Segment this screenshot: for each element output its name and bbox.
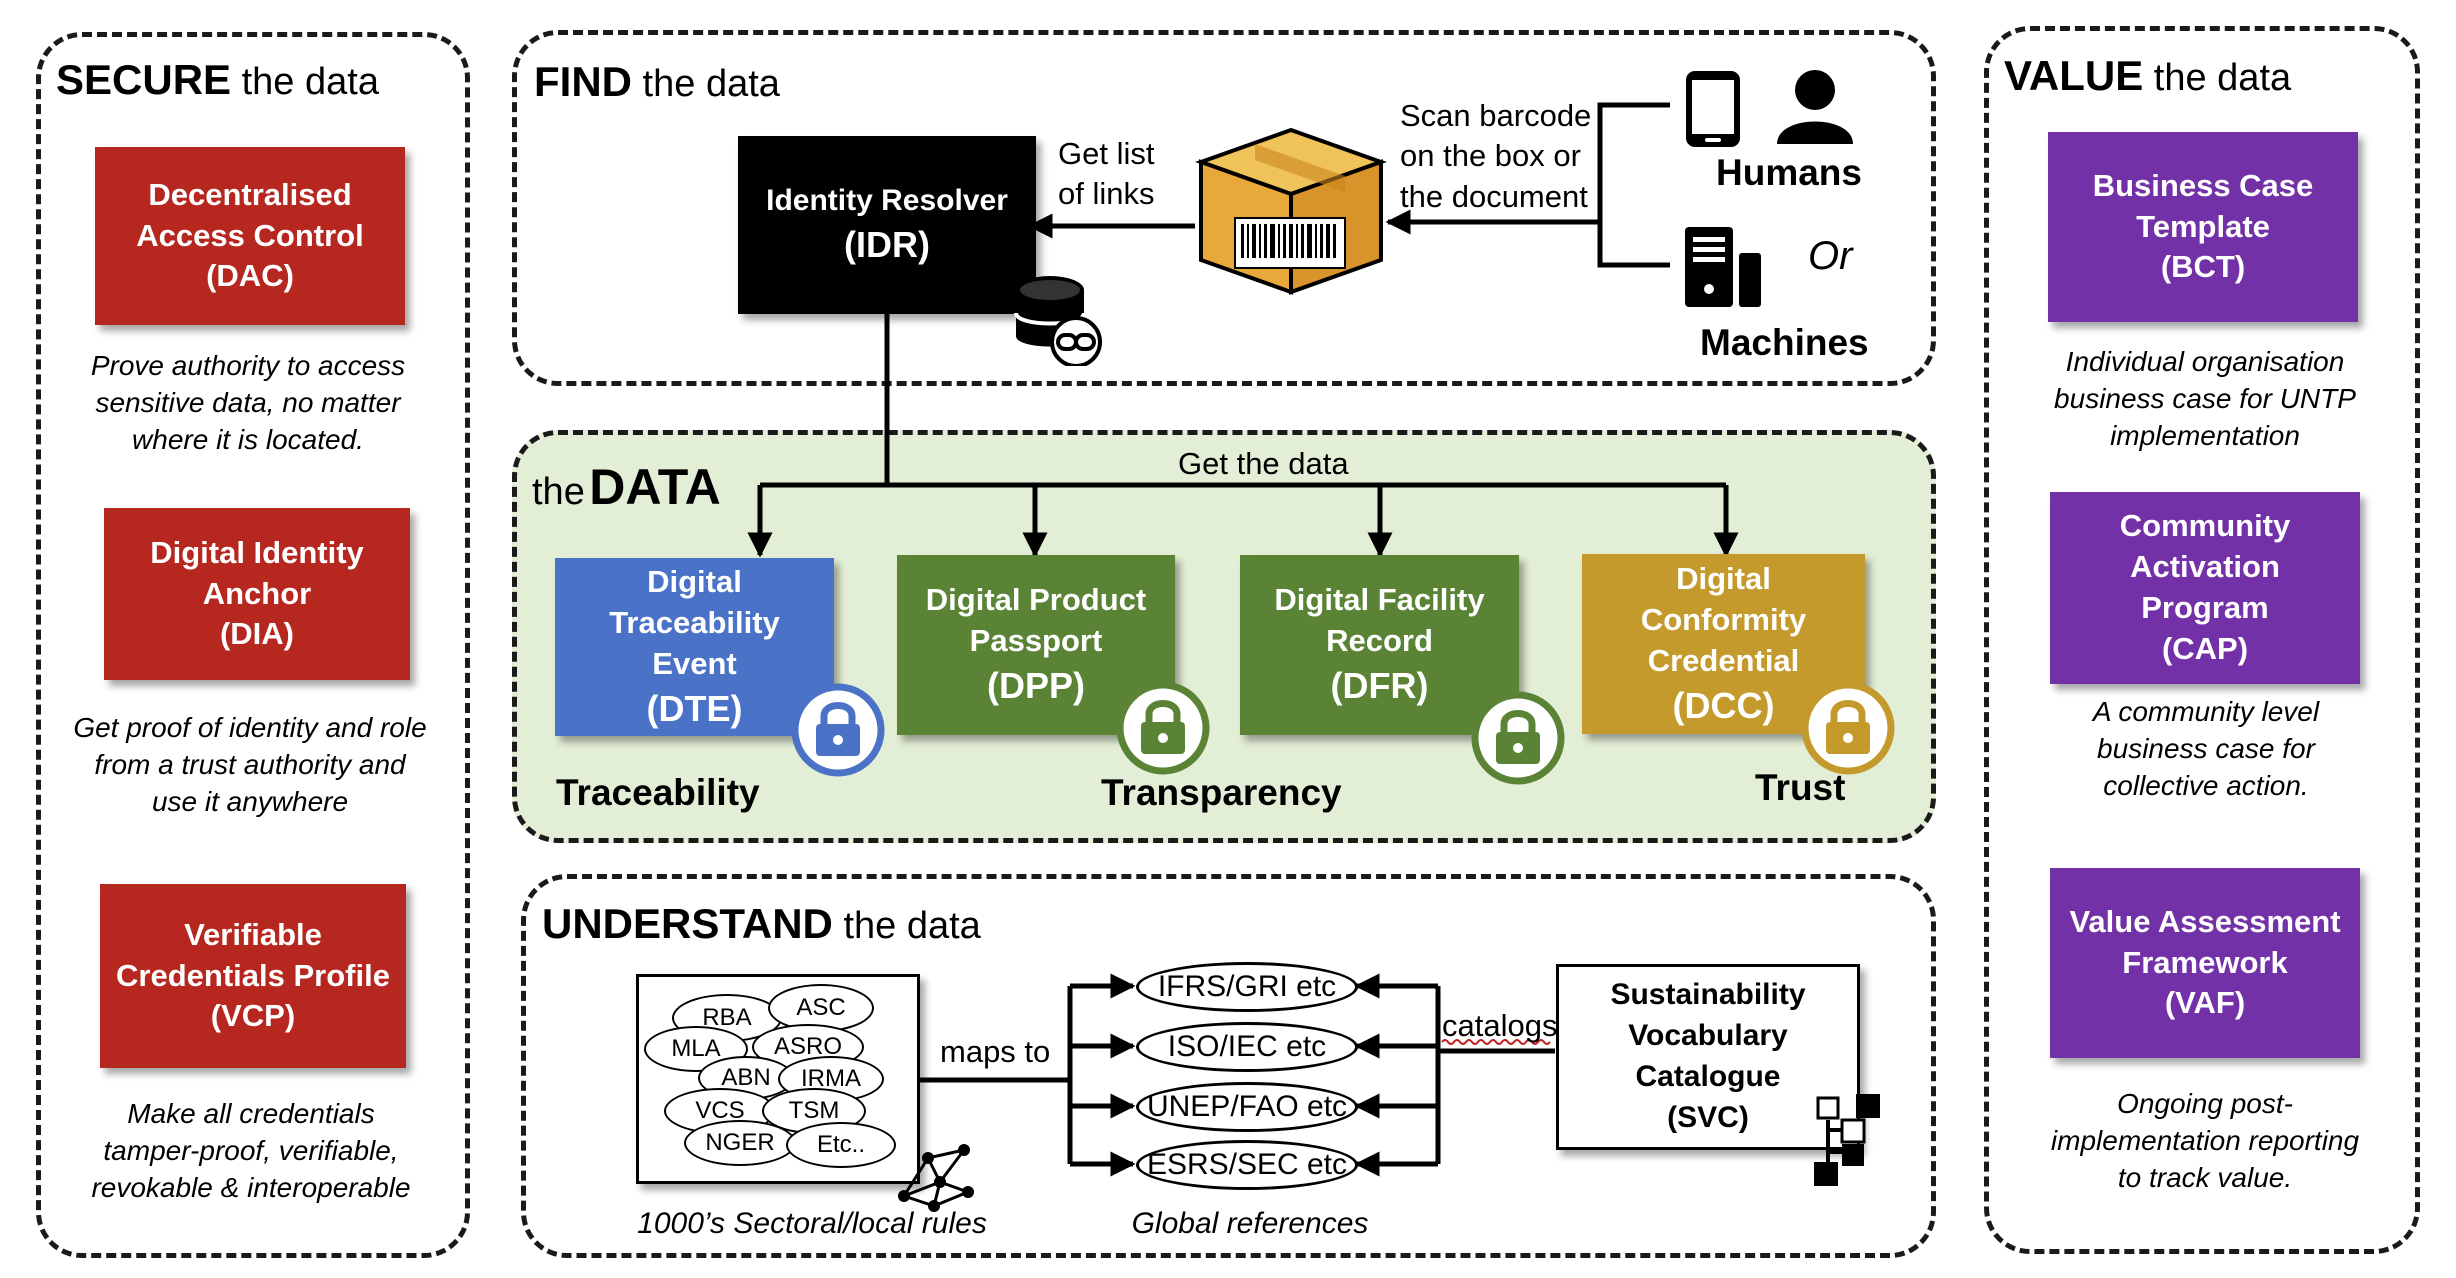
global-references-caption: Global references [1131,1207,1369,1240]
identity-resolver-box[interactable]: Identity Resolver(IDR) [738,136,1036,314]
value-panel [1984,26,2420,1254]
dac-description: Prove authority to access sensitive data… [90,350,406,455]
maps-to-label: maps to [940,1034,1051,1069]
lock-icon [790,682,886,778]
transparency-label: Transparency [1101,772,1342,813]
global-reference-oval: UNEP/FAO etc [1136,1082,1358,1132]
vcp-description: Make all credentials tamper-proof, verif… [91,1098,411,1203]
tree-structure-icon [1794,1090,1886,1186]
understand-title: UNDERSTAND the data [542,900,981,947]
data-title: the DATA [532,459,721,515]
lock-icon [1800,680,1896,776]
computer-tower-icon [1683,223,1763,309]
rule-oval: MLA [644,1026,748,1072]
sectoral-rules-caption: 1000’s Sectoral/local rules [637,1207,987,1240]
get-the-data-label: Get the data [1178,446,1349,481]
find-title: FIND the data [534,58,780,105]
dia-description: Get proof of identity and role from a tr… [73,712,427,817]
cap-description: A community level business case for coll… [2092,696,2320,801]
bct-description: Individual organisation business case fo… [2054,346,2356,451]
machines-label: Machines [1700,322,1869,363]
smartphone-icon [1683,68,1743,150]
person-icon [1775,68,1855,144]
traceability-label: Traceability [556,772,760,813]
secure-title: SECURE the data [56,56,379,103]
humans-label: Humans [1716,152,1862,193]
lock-icon [1470,690,1566,786]
rule-oval: NGER [684,1120,796,1166]
global-reference-oval: ESRS/SEC etc [1136,1140,1358,1190]
vaf-description: Ongoing post-implementation reporting to… [2050,1088,2360,1193]
scan-barcode-label: Scan barcode on the box or the document [1400,98,1592,214]
get-links-label: Get list of links [1058,136,1155,212]
lock-icon [1115,680,1211,776]
barcode-box-icon [1195,120,1387,300]
database-link-icon [1012,270,1104,368]
secure-panel [36,32,470,1258]
understand-panel [521,874,1936,1258]
find-panel [512,30,1936,386]
or-label: Or [1808,234,1853,278]
trust-label: Trust [1755,767,1846,808]
global-reference-oval: ISO/IEC etc [1136,1022,1358,1072]
value-title: VALUE the data [2004,52,2292,99]
network-graph-icon [892,1136,978,1212]
catalogs-label: catalogs [1442,1008,1558,1043]
rule-oval: Etc.. [786,1122,896,1168]
global-reference-oval: IFRS/GRI etc [1136,962,1358,1012]
